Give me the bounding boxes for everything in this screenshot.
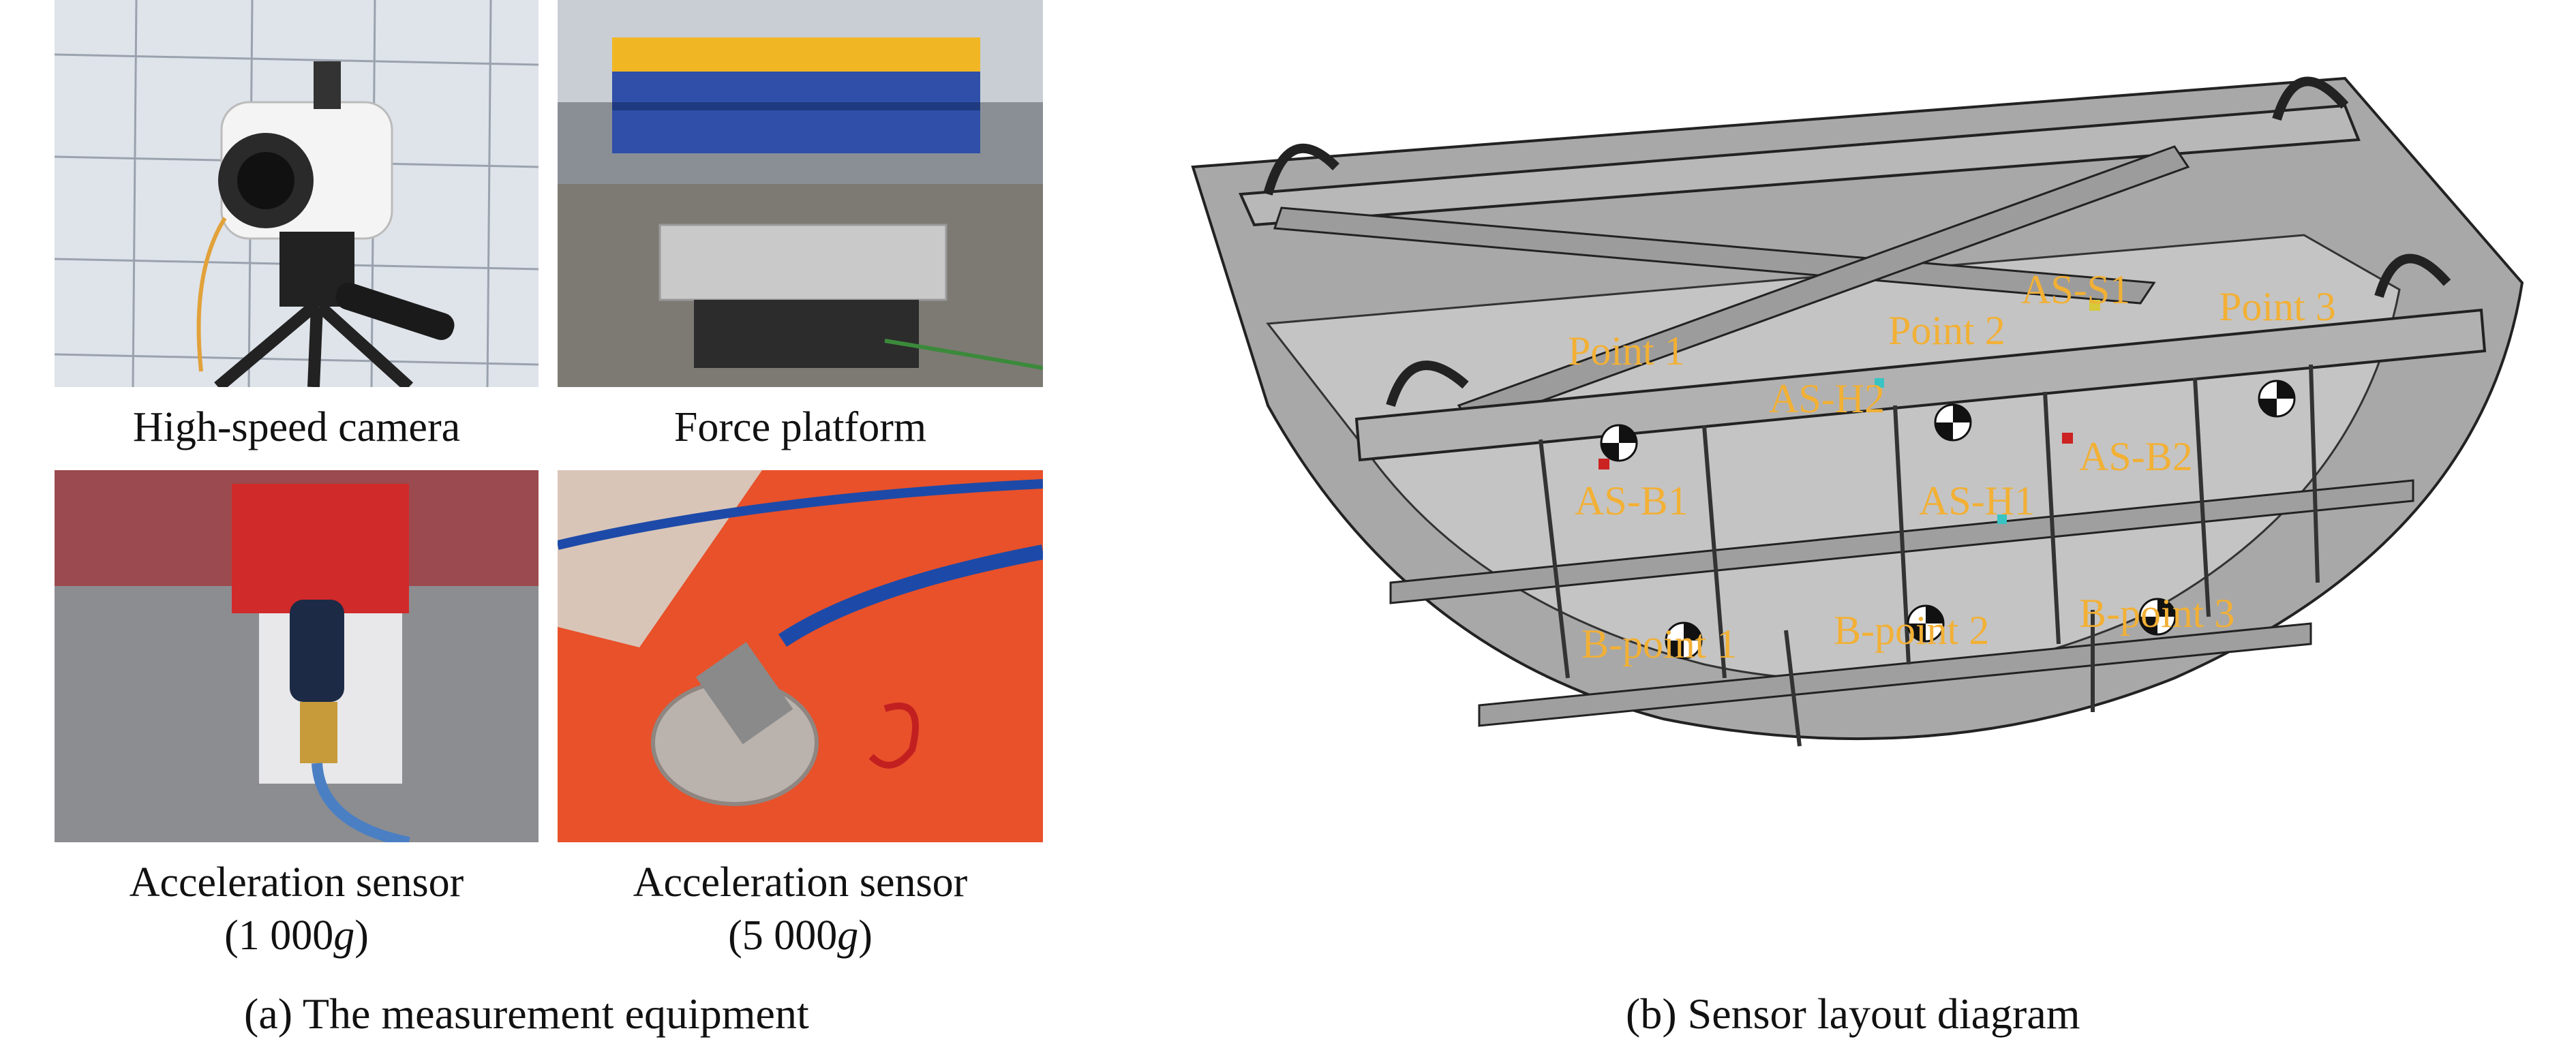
- top-rail: [1239, 104, 2361, 227]
- sensor-as-s1: [2089, 300, 2100, 311]
- caption-high-speed-camera: High-speed camera: [55, 401, 539, 454]
- caption-text: High-speed camera: [132, 404, 461, 450]
- caption-line-1: Acceleration sensor: [129, 859, 464, 906]
- label-as-h1: AS-H1: [1919, 478, 2035, 523]
- label-b-point-1: B-point 1: [1581, 621, 1737, 666]
- label-point-2: Point 2: [1888, 308, 2005, 353]
- cross-beam: [1273, 206, 2156, 305]
- label-b-point-2: B-point 2: [1834, 608, 1989, 653]
- photo-force-platform: [558, 0, 1043, 387]
- photo-acceleration-sensor-5000g: [558, 470, 1043, 842]
- panel-b-caption: (b) Sensor layout diagram: [1626, 989, 2080, 1038]
- caption-force-platform: Force platform: [558, 401, 1043, 454]
- sensor-as-h2: [1875, 378, 1884, 388]
- label-as-b1: AS-B1: [1575, 478, 1688, 523]
- photo-high-speed-camera: [55, 0, 539, 387]
- sensor-as-b1: [1598, 459, 1609, 470]
- caption-line-2: (1 000g): [224, 912, 369, 959]
- label-point-3: Point 3: [2219, 284, 2336, 329]
- photo-acceleration-sensor-1000g: [55, 470, 539, 842]
- caption-line-2: (5 000g): [728, 912, 873, 959]
- label-point-1: Point 1: [1568, 328, 1685, 373]
- label-as-h2: AS-H2: [1769, 376, 1885, 421]
- label-b-point-3: B-point 3: [2079, 591, 2234, 636]
- label-as-b2: AS-B2: [2079, 434, 2193, 479]
- panel-a-caption: (a) The measurement equipment: [244, 989, 809, 1038]
- label-as-s1: AS-S1: [2021, 267, 2130, 312]
- caption-line-1: Acceleration sensor: [633, 859, 968, 906]
- sensor-as-h1: [1997, 514, 2007, 524]
- main-beam: [1354, 308, 2487, 462]
- caption-text: Force platform: [673, 404, 927, 450]
- lifting-lugs: [1263, 76, 2451, 407]
- bottom-beam: [1478, 622, 2312, 727]
- sensor-layout-diagram: Point 1 Point 2 Point 3 AS-S1 AS-H2 AS-B…: [1186, 65, 2549, 780]
- caption-acceleration-sensor-1000g: Acceleration sensor (1 000g): [55, 856, 539, 962]
- caption-acceleration-sensor-5000g: Acceleration sensor (5 000g): [558, 856, 1043, 962]
- diagram-drawing: Point 1 Point 2 Point 3 AS-S1 AS-H2 AS-B…: [1191, 76, 2524, 747]
- target-markers: [1600, 380, 2296, 660]
- sensor-as-b2: [2062, 433, 2073, 444]
- frame-ribs: [1539, 364, 2320, 747]
